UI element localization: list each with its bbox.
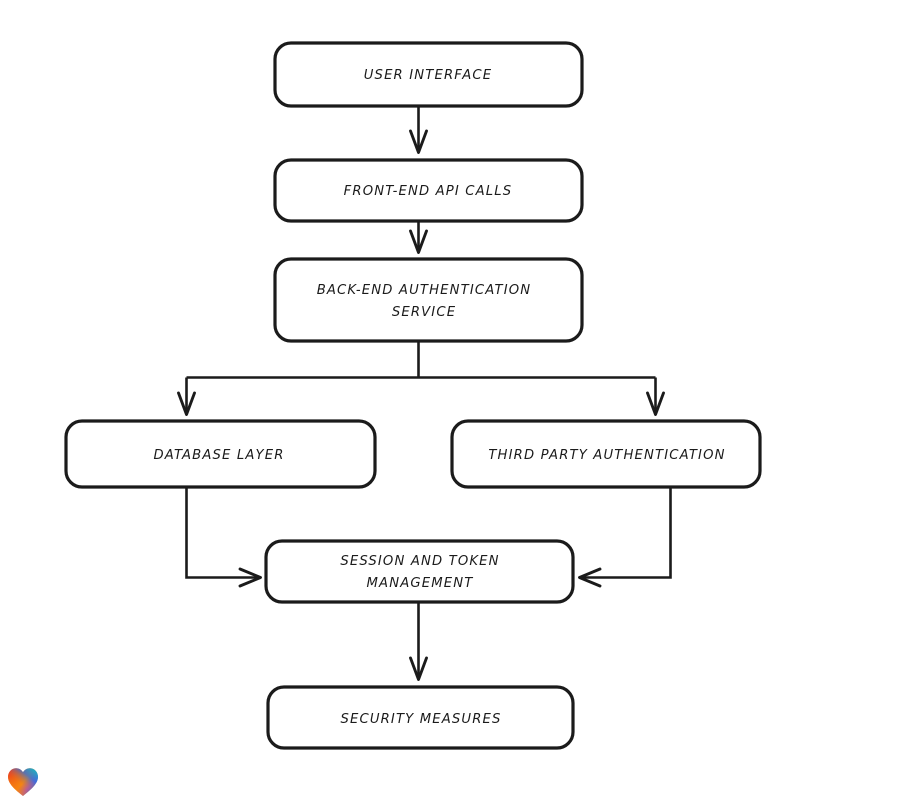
edge-backend-auth-service-branch [186, 341, 656, 379]
node-user-interface[interactable]: USER INTERFACE [273, 41, 584, 108]
node-backend-auth-service-label-line2: SERVICE [392, 305, 456, 320]
node-security-measures-box[interactable] [266, 685, 575, 750]
node-frontend-api-calls-box[interactable] [273, 158, 584, 223]
node-backend-auth-service[interactable]: BACK-END AUTHENTICATION SERVICE [273, 257, 584, 343]
edge-branch-to-database-layer [177, 377, 196, 416]
node-database-layer-box[interactable] [64, 419, 377, 489]
edge-branch-to-third-party-auth [646, 377, 665, 416]
node-frontend-api-calls[interactable]: FRONT-END API CALLS [273, 158, 584, 223]
node-security-measures[interactable]: SECURITY MEASURES [266, 685, 575, 750]
edge-third-party-auth-to-session-token-mgmt [578, 487, 672, 588]
node-user-interface-box[interactable] [273, 41, 584, 108]
node-session-token-mgmt-label-line2: MANAGEMENT [367, 576, 474, 591]
heart-icon-overlay [8, 768, 38, 796]
node-database-layer[interactable]: DATABASE LAYER [64, 419, 377, 489]
node-third-party-auth[interactable]: THIRD PARTY AUTHENTICATION [450, 419, 762, 489]
edge-frontend-api-calls-to-backend-auth-service [409, 221, 428, 254]
edge-session-token-mgmt-to-security-measures [409, 602, 428, 681]
node-backend-auth-service-box[interactable] [273, 257, 584, 343]
node-database-layer-label: DATABASE LAYER [153, 448, 284, 463]
node-third-party-auth-box[interactable] [450, 419, 762, 489]
node-user-interface-label: USER INTERFACE [364, 68, 493, 83]
heart-icon [8, 768, 38, 796]
edge-database-layer-to-session-token-mgmt [185, 487, 262, 588]
node-backend-auth-service-label-line1: BACK-END AUTHENTICATION [317, 283, 532, 298]
node-session-token-mgmt-box[interactable] [264, 539, 575, 604]
edge-user-interface-to-frontend-api-calls [409, 106, 428, 154]
node-security-measures-label: SECURITY MEASURES [340, 712, 501, 727]
node-session-token-mgmt-label-line1: SESSION AND TOKEN [340, 554, 499, 569]
node-frontend-api-calls-label: FRONT-END API CALLS [344, 184, 513, 199]
node-session-token-mgmt[interactable]: SESSION AND TOKEN MANAGEMENT [264, 539, 575, 604]
node-third-party-auth-label: THIRD PARTY AUTHENTICATION [488, 448, 725, 463]
